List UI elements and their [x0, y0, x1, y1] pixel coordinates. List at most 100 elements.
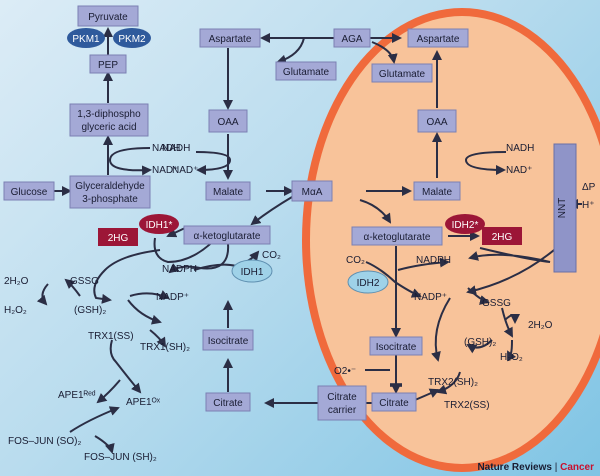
glutamate-cyto-label: Glutamate [283, 67, 330, 78]
credit: Nature Reviews | Cancer [477, 462, 594, 473]
idh2-label: IDH2 [357, 278, 380, 289]
trx2sh2-label: TRX2(SH)₂ [428, 377, 478, 388]
2hg-cyto-label: 2HG [108, 233, 129, 244]
nadp-cyto: NADP⁺ [156, 292, 189, 303]
oaa-mito-label: OAA [426, 117, 447, 128]
aspartate-mito-label: Aspartate [417, 34, 460, 45]
delta-p-label: ΔP [582, 182, 596, 193]
pep-box [89, 54, 127, 74]
fos-sh2-label: FOS–JUN (SH)₂ [84, 452, 157, 463]
gssg-mito: GSSG [482, 298, 511, 309]
co2-mito: CO₂ [346, 255, 365, 266]
citrate-cyto-box [205, 392, 251, 412]
malate-mito-box [413, 181, 461, 201]
nadh-glycolysis: NADH [152, 143, 180, 154]
idh1-label: IDH1 [241, 267, 264, 278]
h2o2-cyto: H₂O₂ [4, 305, 27, 316]
oaa-cyto-label: OAA [217, 117, 238, 128]
aga-label: AGA [341, 34, 362, 45]
idh1-mutant-oval [139, 214, 179, 234]
gssg-cyto: GSSG [70, 276, 99, 287]
glycolysis-arrows [54, 27, 152, 196]
nad-glycolysis: NAD⁺ [152, 165, 178, 176]
citrate-carrier-box [317, 385, 367, 421]
pyruvate-box [77, 5, 139, 27]
ape1ox-label: APE1ᴼˣ [126, 397, 161, 408]
mito-arrows [336, 33, 582, 408]
pkm1-oval [67, 28, 105, 48]
maa-box [291, 180, 333, 202]
nadph-mito: NADPH [416, 255, 451, 266]
idh1-arrows [36, 227, 260, 454]
glutamate-cyto-box [275, 61, 337, 81]
h-plus-label: H⁺ [582, 200, 595, 211]
idh1-oval [231, 259, 273, 283]
diphospho-line1: 1,3-diphospho [77, 109, 141, 120]
trx1sh2-label: TRX1(SH)₂ [140, 342, 190, 353]
nadh-cyto: NADH [162, 143, 190, 154]
malate-mito-label: Malate [422, 187, 452, 198]
glutamate-mito-label: Glutamate [379, 69, 426, 80]
nadp-mito: NADP⁺ [414, 292, 447, 303]
ape1red-label: APE1ᴿᵉᵈ [58, 390, 96, 401]
pkm2-label: PKM2 [118, 34, 146, 45]
idh2-mutant-oval [445, 214, 485, 234]
h2o-cyto: 2H₂O [4, 276, 29, 287]
h2o-mito: 2H₂O [528, 320, 553, 331]
citrate-cyto-label: Citrate [213, 398, 243, 409]
diphosphoglyceric-box [69, 103, 149, 137]
credit-section: Cancer [560, 462, 594, 473]
maa-label: MαA [302, 187, 323, 198]
akg-cyto-label: α-ketoglutarate [194, 231, 261, 242]
akg-cyto-box [183, 225, 271, 245]
nadh-mito: NADH [506, 143, 534, 154]
citrate-carrier-line1: Citrate [327, 392, 357, 403]
malate-cyto-box [205, 181, 251, 201]
glucose-label: Glucose [11, 187, 48, 198]
isocitrate-cyto-box [202, 329, 254, 351]
citrate-mito-label: Citrate [379, 398, 409, 409]
glucose-box [3, 181, 55, 201]
pkm1-label: PKM1 [72, 34, 100, 45]
2hg-mito-label: 2HG [492, 232, 513, 243]
gsh2-cyto: (GSH)₂ [74, 305, 106, 316]
cytosol-boxes: Aspartate Glutamate AGA OAA NADH NAD⁺ Ma… [4, 28, 371, 463]
g3p-box [69, 175, 151, 209]
isocitrate-mito-label: Isocitrate [376, 342, 417, 353]
glutamate-mito-box [371, 63, 433, 83]
co2-cyto: CO₂ [262, 250, 281, 261]
pep-label: PEP [98, 60, 118, 71]
credit-journal: Nature Reviews [477, 462, 552, 473]
idh2-oval [347, 270, 389, 294]
aspartate-cyto-label: Aspartate [209, 34, 252, 45]
fos-so2-label: FOS–JUN (SO)₂ [8, 436, 81, 447]
nadph-cyto: NADPH [162, 264, 197, 275]
g3p-line2: 3-phosphate [82, 194, 138, 205]
diphospho-line2: glyceric acid [81, 122, 136, 133]
pyruvate-label: Pyruvate [88, 12, 128, 23]
oaa-cyto-box [208, 109, 248, 133]
pkm2-oval [113, 28, 151, 48]
akg-mito-label: α-ketoglutarate [364, 232, 431, 243]
g3p-line1: Glyceraldehyde [75, 181, 145, 192]
nnt-bar [553, 143, 577, 273]
2hg-cyto-box [98, 228, 138, 246]
credit-line: Nature Reviews | Cancer [477, 462, 594, 473]
isocitrate-mito-box [369, 336, 423, 356]
gsh2-mito: (GSH)₂ [464, 337, 496, 348]
2hg-mito-box [482, 227, 522, 245]
citrate-carrier-line2: carrier [328, 405, 357, 416]
nad-mito: NAD⁺ [506, 165, 532, 176]
trx2ss-label: TRX2(SS) [444, 400, 490, 411]
idh2-mutant-label: IDH2* [452, 220, 479, 231]
aga-box [333, 28, 371, 48]
aspartate-mito-box [407, 28, 469, 48]
cytosol-arrows [195, 33, 334, 408]
citrate-mito-box [371, 392, 417, 412]
isocitrate-cyto-label: Isocitrate [208, 336, 249, 347]
credit-separator: | [552, 462, 560, 473]
aspartate-cyto-box [199, 28, 261, 48]
oaa-mito-box [417, 109, 457, 133]
h2o2-mito: H₂O₂ [500, 352, 523, 363]
